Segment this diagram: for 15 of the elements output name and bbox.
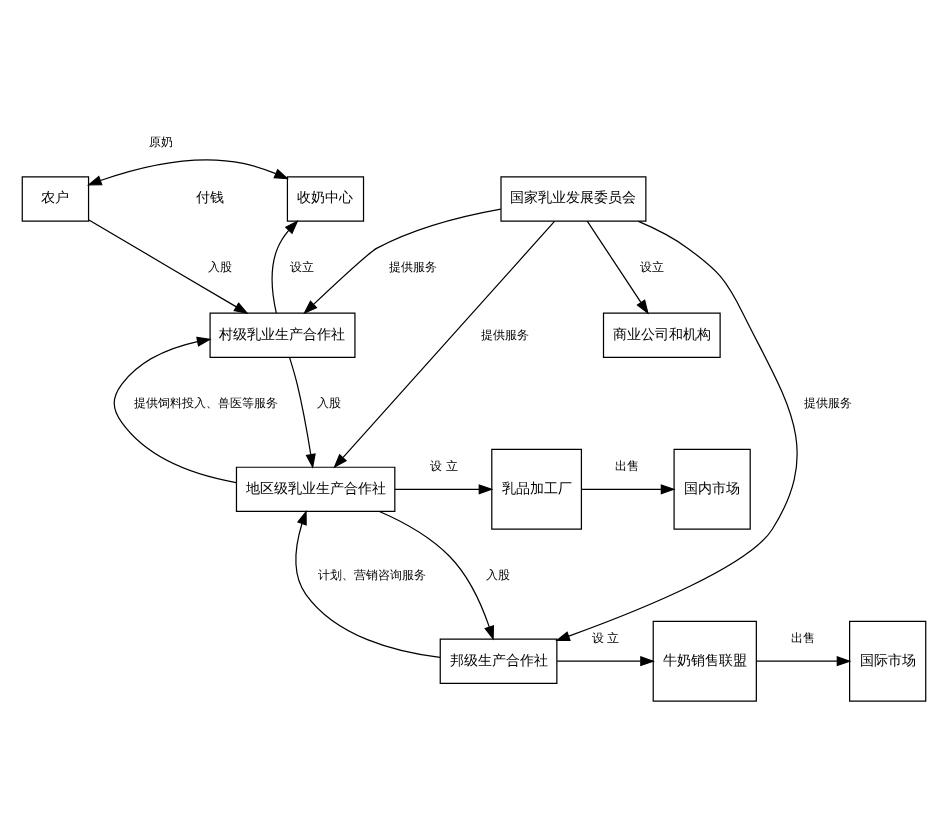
arrow	[113, 336, 237, 484]
arrow	[303, 208, 502, 315]
arrow	[586, 220, 649, 315]
arrow	[394, 484, 494, 495]
arrow	[555, 220, 798, 641]
arrow	[295, 510, 441, 658]
arrow	[271, 219, 299, 314]
arrow	[378, 510, 495, 641]
arrow	[333, 220, 556, 469]
arrow	[87, 159, 289, 186]
arrow	[88, 219, 249, 315]
arrow	[289, 357, 316, 469]
arrow	[756, 656, 852, 667]
arrow	[556, 656, 655, 667]
arrow	[581, 484, 676, 495]
